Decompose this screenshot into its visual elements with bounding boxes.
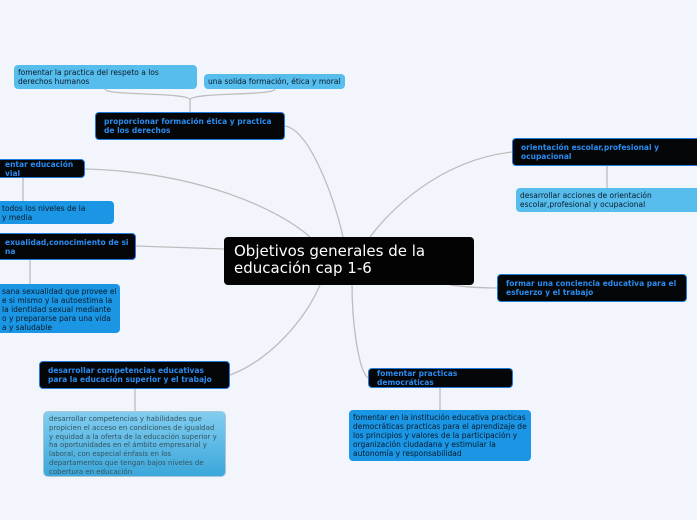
topic-label: fomentar practicas democráticas: [377, 369, 458, 387]
topic-label: orientación escolar,profesional y ocupac…: [521, 143, 660, 161]
topic-sexuality[interactable]: exualidad,conocimiento de si na: [0, 233, 136, 260]
topic-label: exualidad,conocimiento de si na: [5, 237, 129, 256]
subtopic-label: desarrollar competencias y habilidades q…: [49, 415, 217, 476]
connector-orientacion: [369, 151, 513, 238]
subtopic-human-rights[interactable]: fomentar la practica del respeto a los d…: [14, 65, 197, 89]
topic-democratic-practices[interactable]: fomentar practicas democráticas: [368, 368, 513, 388]
subtopic-label: fomentar la practica del respeto a los d…: [18, 68, 159, 86]
subtopic-orientation[interactable]: desarrollar acciones de orientación esco…: [516, 188, 697, 212]
topic-label: desarrollar competencias educativas para…: [48, 366, 212, 384]
topic-orientation[interactable]: orientación escolar,profesional y ocupac…: [512, 138, 697, 166]
topic-effort-work[interactable]: formar una conciencia educativa para el …: [497, 274, 687, 302]
topic-label: entar educación vial: [5, 159, 74, 178]
subtopic-label: desarrollar acciones de orientación esco…: [520, 191, 652, 209]
connector-vial: [84, 168, 311, 238]
subtopic-label: una solida formación, ética y moral: [208, 77, 341, 86]
topic-label: formar una conciencia educativa para el …: [506, 279, 677, 297]
topic-label: proporcionar formación ética y practica …: [104, 117, 272, 135]
subtopic-label: fomentar en la institución educativa pra…: [353, 413, 527, 458]
connector-competencias: [229, 284, 321, 376]
subtopic-democratic[interactable]: fomentar en la institución educativa pra…: [349, 410, 531, 461]
connector-conciencia: [449, 284, 498, 289]
subtopic-competencies[interactable]: desarrollar competencias y habilidades q…: [43, 411, 226, 477]
connector-democraticas: [351, 284, 369, 379]
subtopic-ethical-formation[interactable]: una solida formación, ética y moral: [204, 74, 345, 89]
topic-road-education[interactable]: entar educación vial: [0, 159, 85, 178]
topic-ethics[interactable]: proporcionar formación ética y practica …: [95, 112, 285, 140]
subtopic-label: todos los niveles de la y media: [2, 204, 86, 222]
topic-competencies[interactable]: desarrollar competencias educativas para…: [39, 361, 230, 389]
connector-ethics-children: [104, 88, 276, 112]
subtopic-levels[interactable]: todos los niveles de la y media: [0, 201, 114, 224]
connector-sexualidad: [135, 245, 225, 250]
central-topic[interactable]: Objetivos generales de la educación cap …: [224, 237, 474, 285]
central-topic-title: Objetivos generales de la educación cap …: [234, 242, 426, 277]
connector-ethics: [284, 125, 344, 238]
subtopic-sexuality[interactable]: sana sexualidad que provee el e si mismo…: [0, 284, 120, 333]
subtopic-label: sana sexualidad que provee el e si mismo…: [2, 287, 117, 332]
